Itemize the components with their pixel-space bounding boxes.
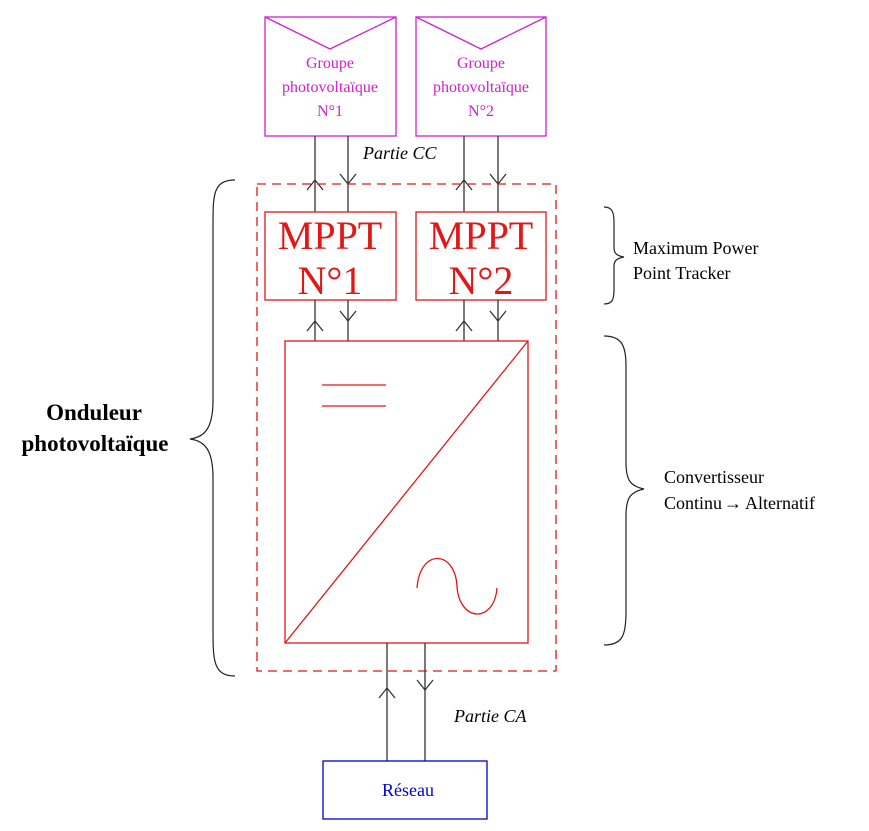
grid-frame xyxy=(322,760,488,820)
mppt-1-frame xyxy=(264,211,397,301)
pv-group-2-line-2: photovoltaïque xyxy=(433,79,529,96)
grid-block: Réseau xyxy=(322,760,488,820)
mppt-brace xyxy=(603,206,625,305)
dc-ac-converter xyxy=(284,340,529,644)
inverter-title-line-1: Onduleur xyxy=(46,400,142,425)
pv-group-2-line-1: Groupe xyxy=(457,55,505,72)
pv-group-2-line-3: N°2 xyxy=(468,103,494,120)
converter-frame xyxy=(284,340,529,644)
mppt-1-number: N°1 xyxy=(298,258,363,303)
converter-label-line-2: Continu→Alternatif xyxy=(664,493,815,513)
pv-group-1-line-3: N°1 xyxy=(317,103,343,120)
converter-brace xyxy=(603,335,645,646)
converter-label-line-1: Convertisseur xyxy=(664,467,764,487)
pv-group-2-frame xyxy=(415,16,547,137)
ac-wires xyxy=(378,643,434,761)
mppt-2-number: N°2 xyxy=(449,258,514,303)
inverter-enclosure xyxy=(256,183,557,672)
ac-side-label: Partie CA xyxy=(453,706,527,726)
converter-arrow-glyph: → xyxy=(724,493,742,513)
link-arrow-up-2 xyxy=(455,319,473,332)
pv-group-1-line-2: photovoltaïque xyxy=(282,79,378,96)
mppt-label-line-1: Maximum Power xyxy=(633,238,759,258)
pv-group-1: Groupe photovoltaïque N°1 xyxy=(264,16,397,137)
ac-arrow-down xyxy=(416,679,434,692)
mppt-label-line-2: Point Tracker xyxy=(633,263,731,283)
inverter-title-line-2: photovoltaïque xyxy=(22,431,169,456)
mppt-2-title: MPPT xyxy=(429,213,534,258)
link-arrow-down-1 xyxy=(339,310,357,323)
link-arrow-up-1 xyxy=(306,319,324,332)
dc-arrow-up-1 xyxy=(306,178,324,191)
mppt-2-frame xyxy=(415,211,547,301)
mppt-block-2: MPPT N°2 xyxy=(415,211,547,303)
inverter-brace xyxy=(189,179,236,677)
pv-group-1-frame xyxy=(264,16,397,137)
grid-label: Réseau xyxy=(382,780,434,800)
mppt-converter-wires xyxy=(306,300,507,341)
ac-sine-symbol xyxy=(416,558,498,615)
link-arrow-down-2 xyxy=(489,310,507,323)
pv-group-1-panel-lines xyxy=(264,16,397,50)
dc-side-label: Partie CC xyxy=(362,143,437,163)
pv-group-2: Groupe photovoltaïque N°2 xyxy=(415,16,547,137)
converter-label-to: Alternatif xyxy=(745,493,815,513)
ac-arrow-up xyxy=(378,686,396,699)
converter-diagonal xyxy=(284,340,529,644)
converter-label-from: Continu xyxy=(664,493,722,513)
mppt-1-title: MPPT xyxy=(278,213,383,258)
dc-arrow-up-2 xyxy=(455,178,473,191)
pv-group-2-panel-lines xyxy=(415,16,547,50)
pv-group-1-line-1: Groupe xyxy=(306,55,354,72)
mppt-block-1: MPPT N°1 xyxy=(264,211,397,303)
